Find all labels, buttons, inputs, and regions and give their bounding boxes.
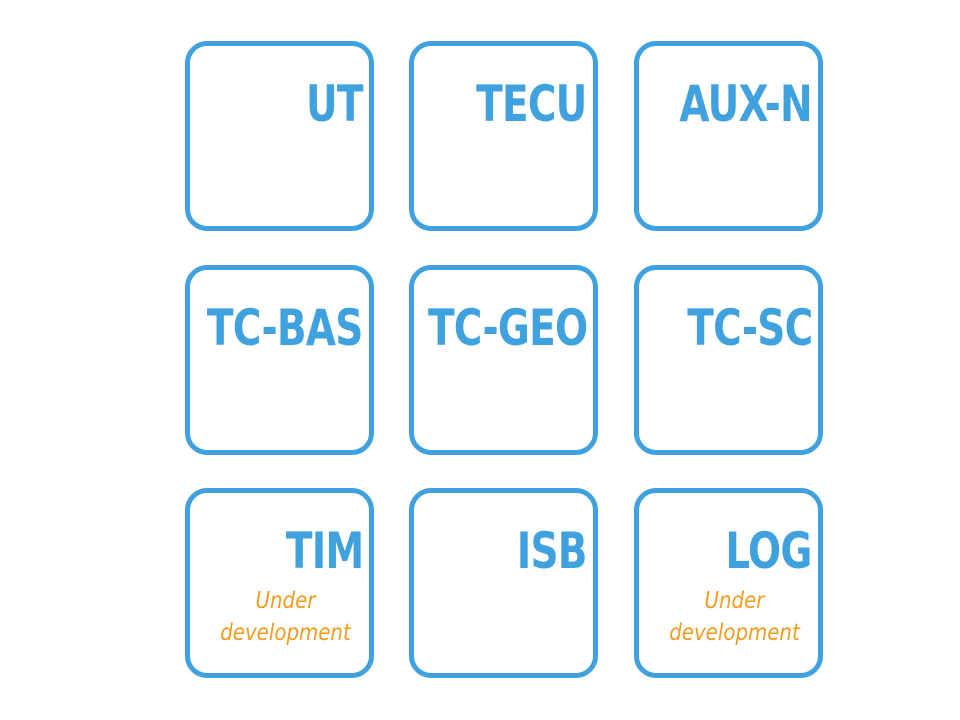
tile-tim[interactable]: TIM Under development (185, 488, 374, 678)
tile-label: AUX-N (679, 75, 813, 133)
tile-ut[interactable]: UT (185, 41, 374, 231)
tile-label: LOG (725, 522, 813, 580)
tile-label: ISB (517, 522, 588, 580)
under-development-note: Under development (221, 585, 351, 649)
tile-tc-sc[interactable]: TC-SC (634, 265, 823, 455)
under-development-note: Under development (670, 585, 800, 649)
tile-tc-geo[interactable]: TC-GEO (409, 265, 598, 455)
tile-tecu[interactable]: TECU (409, 41, 598, 231)
tile-tc-bas[interactable]: TC-BAS (185, 265, 374, 455)
tile-aux-n[interactable]: AUX-N (634, 41, 823, 231)
tile-log[interactable]: LOG Under development (634, 488, 823, 678)
tile-label: TC-BAS (207, 299, 363, 357)
tile-label: UT (306, 75, 363, 133)
tile-label: TECU (476, 75, 588, 133)
tile-label: TC-GEO (427, 299, 588, 357)
tile-isb[interactable]: ISB (409, 488, 598, 678)
functionality-grid: UT TECU AUX-N TC-BAS TC-GEO TC-SC TIM Un… (185, 41, 832, 687)
tile-label: TC-SC (686, 299, 813, 357)
note-line-2: development (220, 620, 351, 646)
tile-label: TIM (285, 522, 363, 580)
note-line-1: Under (704, 588, 765, 614)
note-line-2: development (669, 620, 800, 646)
note-line-1: Under (255, 588, 316, 614)
